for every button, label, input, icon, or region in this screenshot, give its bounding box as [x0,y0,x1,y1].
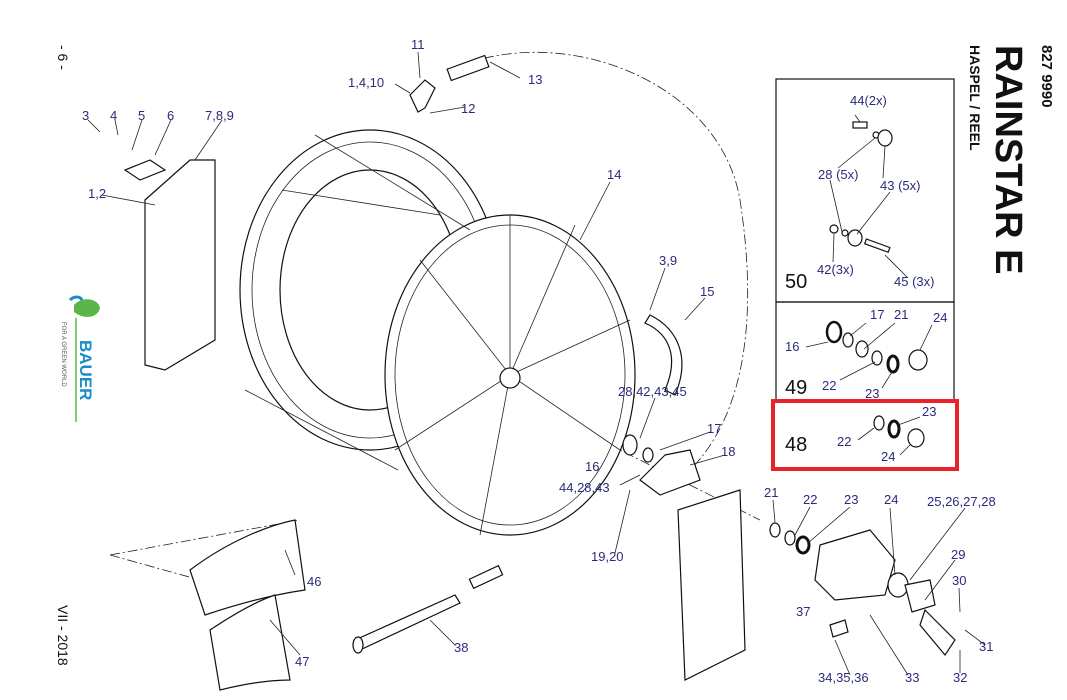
label: 44,28,43 [559,480,610,495]
label: 45 (3x) [894,274,934,289]
label: 38 [454,640,468,655]
kit-49-box: 49 17 21 24 16 22 23 [775,301,955,403]
stand-left [123,159,216,371]
product-name: RAINSTAR E [987,45,1029,274]
label: 13 [528,72,542,87]
label: 21 [894,307,908,322]
label: 3,9 [659,253,677,268]
label: 31 [979,639,993,654]
label: 3 [82,108,89,123]
seal-rings [622,434,811,555]
label: 15 [700,284,714,299]
label: 4 [110,108,117,123]
date-block: VII - 2018 [55,605,71,666]
frame [677,489,746,681]
cover-segment-47 [209,594,291,691]
kit-48-box: 48 23 22 24 [785,404,936,464]
shaft [354,594,461,651]
label: 32 [953,670,967,685]
label: 46 [307,574,321,589]
label: 29 [951,547,965,562]
bauer-logo: BAUER FOR A GREEN WORLD [60,295,100,422]
product-code: 827 9990 [1038,45,1055,108]
label: 12 [461,101,475,116]
label: 44(2x) [850,93,887,108]
label: 43 (5x) [880,178,920,193]
label: 24 [933,310,947,325]
chain-segment [644,314,683,396]
label: 21 [764,485,778,500]
label: 23 [865,386,879,401]
page-date: VII - 2018 [55,605,71,666]
hose-piece [446,54,490,82]
cover-segment-46 [189,519,306,616]
label: 22 [837,434,851,449]
reel-front-flange [384,214,636,536]
kit-50-box: 50 44(2x) 28 (5x) 43 (5x) 42(3x) 45 (3x) [775,78,955,303]
label: 47 [295,654,309,669]
label: 18 [721,444,735,459]
kit-number: 50 [785,271,807,293]
label: 24 [884,492,898,507]
part-labels: 11 1,4,10 13 12 3 4 5 6 7,8,9 1,2 14 3,9… [82,37,996,685]
product-subtitle: HASPEL / REEL [967,45,983,151]
page-number: - 6 - [55,45,71,70]
label: 30 [952,573,966,588]
label: 22 [822,378,836,393]
hose-path [449,51,749,471]
label: 1,2 [88,186,106,201]
label: 17 [707,421,721,436]
inlet-elbow [409,79,436,113]
bracket [639,449,701,496]
label: 1,4,10 [348,75,384,90]
label: 28 (5x) [818,167,858,182]
label: 19,20 [591,549,624,564]
label: 16 [785,339,799,354]
logo-brand: BAUER [76,340,95,400]
label: 34,35,36 [818,670,869,685]
label: 23 [844,492,858,507]
label: 33 [905,670,919,685]
label: 5 [138,108,145,123]
page-number-block: - 6 - [55,45,71,70]
title-block: 827 9990 RAINSTAR E HASPEL / REEL [967,45,1055,274]
logo-slogan: FOR A GREEN WORLD [60,322,66,387]
kit-number: 48 [785,434,807,456]
label: 42(3x) [817,262,854,277]
label: 17 [870,307,884,322]
label: 7,8,9 [205,108,234,123]
label: 37 [796,604,810,619]
kit-48-highlight [771,399,959,471]
label: 25,26,27,28 [927,494,996,509]
label: 14 [607,167,621,182]
label: 24 [881,449,895,464]
label: 6 [167,108,174,123]
label: 11 [411,37,425,52]
label: 22 [803,492,817,507]
label: 28,42,43,45 [618,384,687,399]
kit-number: 49 [785,377,807,399]
label: 23 [922,404,936,419]
gearbox [814,529,896,601]
label: 16 [585,459,599,474]
